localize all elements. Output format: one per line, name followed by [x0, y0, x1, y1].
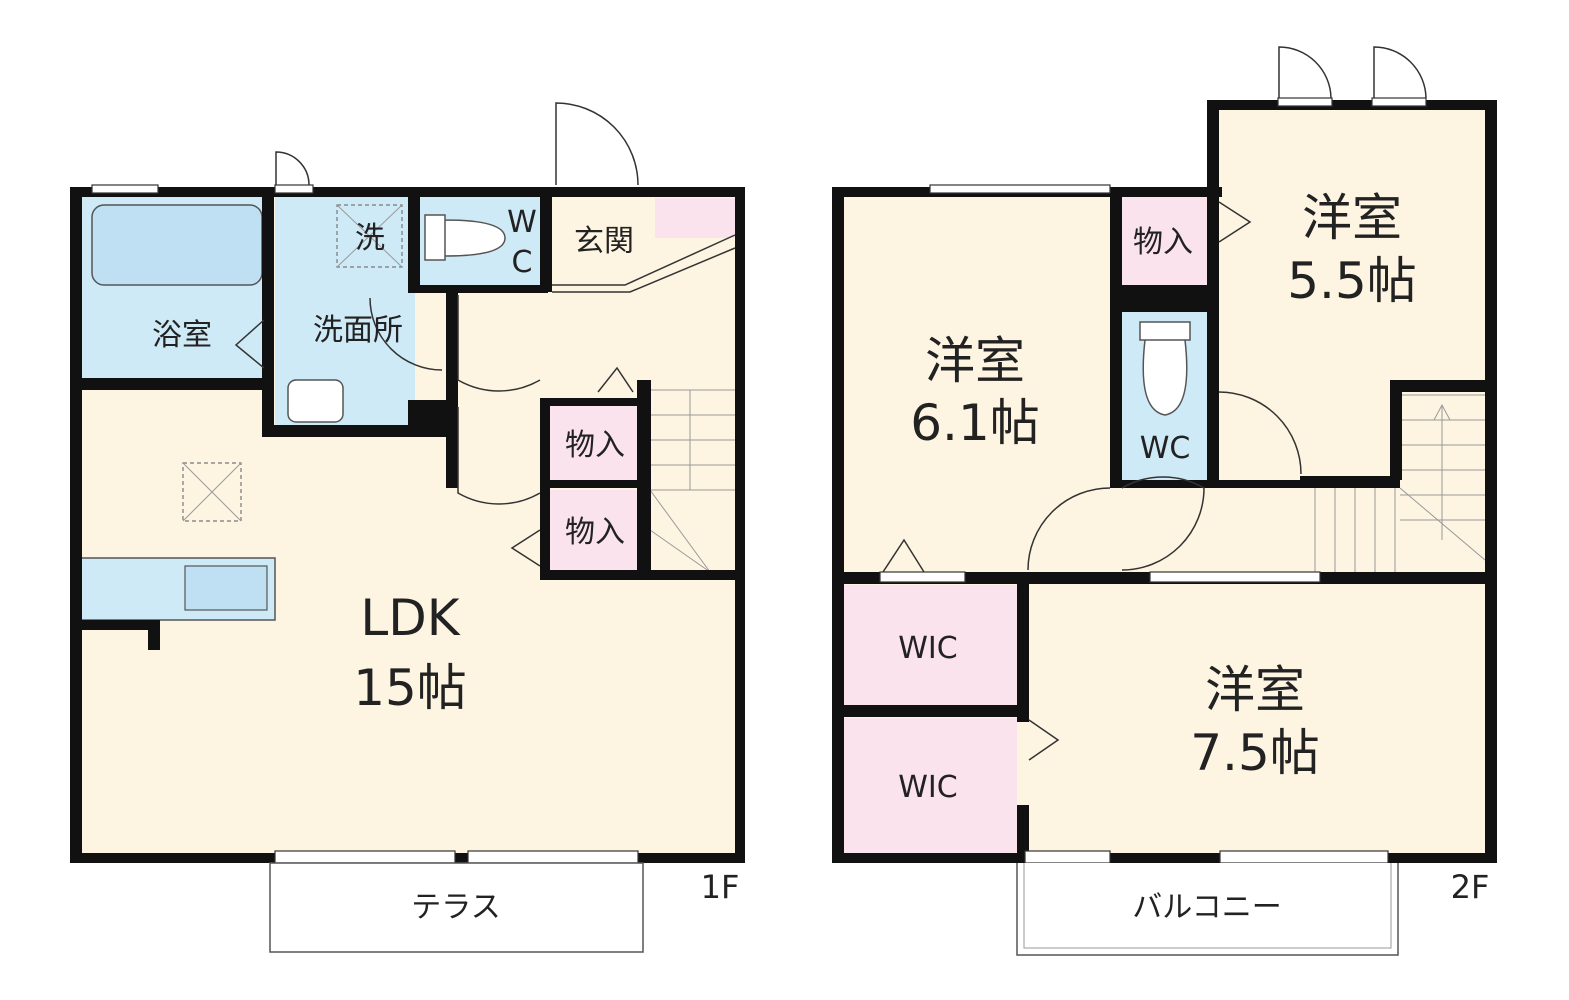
washroom-label: 洗面所 [313, 313, 403, 348]
balcony-label: バルコニー [1132, 890, 1281, 925]
west-b-size-label: 6.1帖 [910, 394, 1040, 452]
bath-label: 浴室 [152, 318, 212, 353]
ldk-label: LDK [360, 589, 460, 647]
wc-c-label: C [512, 245, 533, 280]
storage-1-label: 物入 [565, 428, 625, 463]
storage-2f-label: 物入 [1133, 225, 1193, 260]
west-b-door[interactable] [1027, 487, 1111, 571]
washer-label: 洗 [355, 221, 385, 256]
west-c-label: 洋室 [1205, 661, 1305, 719]
wic-1-floor [842, 585, 1017, 705]
floor-2-tag: 2F [1451, 868, 1490, 906]
sink-icon [184, 565, 268, 611]
wic-2-floor [842, 718, 1017, 853]
storage-2-floor [548, 490, 640, 572]
bathtub-icon [91, 204, 263, 286]
wc-door[interactable] [1121, 476, 1205, 571]
west-a-size-label: 5.5帖 [1287, 252, 1417, 310]
wc-2f-label: WC [1140, 431, 1191, 466]
west-c-size-label: 7.5帖 [1190, 724, 1320, 782]
washbasin-icon [287, 379, 344, 423]
wic-1-label: WIC [898, 631, 957, 666]
toilet-icon [1139, 321, 1191, 416]
entrance-label: 玄関 [574, 224, 634, 259]
storage-1-floor [548, 405, 640, 480]
toilet-icon [424, 214, 506, 261]
wc-w-label: W [507, 205, 537, 240]
washroom-door[interactable] [369, 297, 443, 371]
floor-1: 浴室 洗 洗面所 W C 玄関 物入 物入 LDK 15帖 テラス 1F [70, 102, 745, 953]
west-a-door[interactable] [1218, 391, 1302, 475]
floor-1-tag: 1F [701, 868, 740, 906]
ldk-size-label: 15帖 [353, 659, 467, 717]
staircase-2f [1314, 394, 1486, 572]
balcony-door-right[interactable] [1373, 46, 1427, 99]
balcony-door-left[interactable] [1278, 46, 1332, 99]
staircase-1f [649, 389, 735, 573]
wic-2-label: WIC [898, 770, 957, 805]
fridge-space-icon [182, 462, 242, 522]
washroom-exterior-door[interactable] [275, 151, 310, 186]
balcony [1016, 863, 1399, 956]
ldk-door[interactable] [457, 407, 541, 505]
terrace-label: テラス [411, 890, 500, 925]
entrance-mat [655, 198, 735, 238]
storage-2f-floor [1120, 195, 1212, 285]
hall-door[interactable] [457, 295, 541, 392]
west-a-label: 洋室 [1302, 189, 1402, 247]
terrace [269, 862, 644, 953]
floor-2: 物入 洋室 5.5帖 洋室 6.1帖 WC WIC WIC 洋室 7.5帖 バル… [832, 46, 1497, 956]
storage-2-label: 物入 [565, 515, 625, 550]
entrance-door[interactable] [555, 102, 639, 186]
west-b-label: 洋室 [925, 332, 1025, 390]
